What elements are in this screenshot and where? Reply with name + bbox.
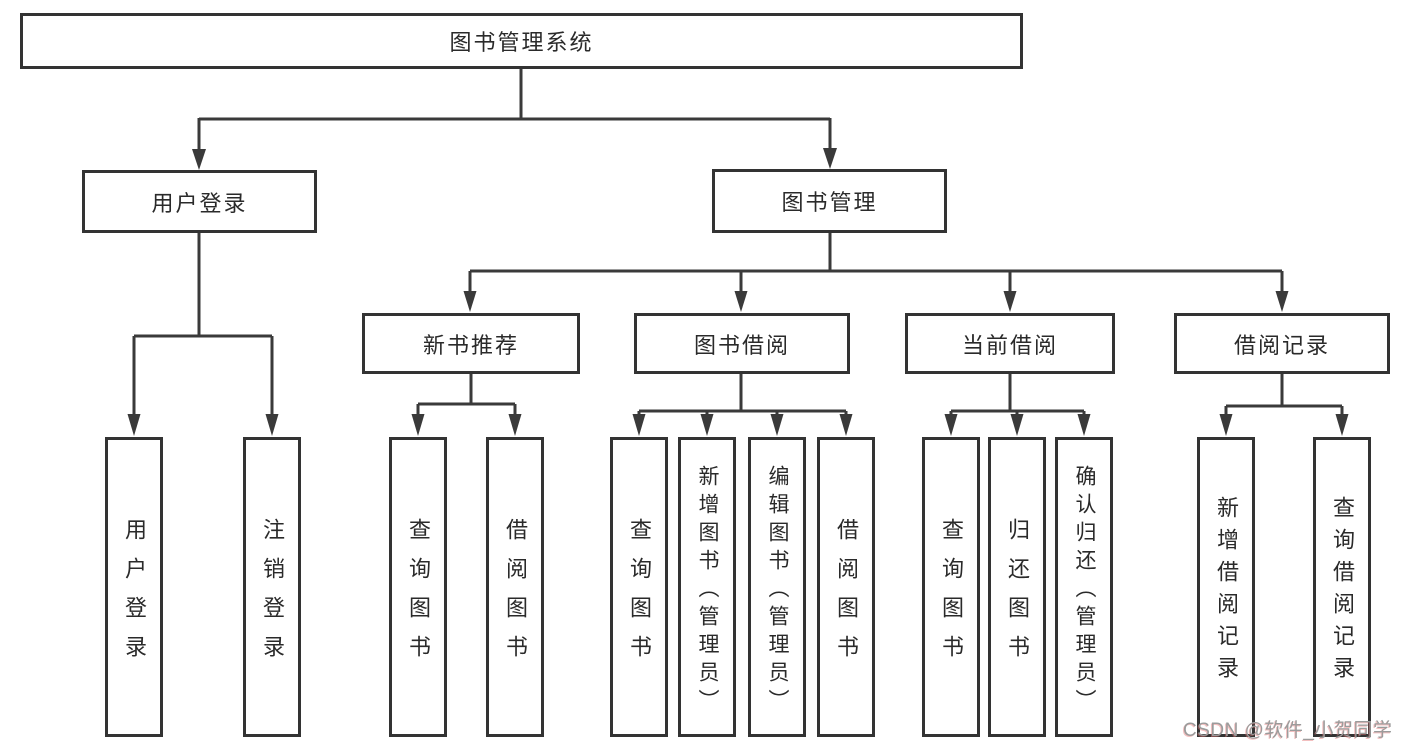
node-new-book-recommend: 新书推荐 (362, 313, 580, 374)
leaf-confirm-return-admin-label: 确认归还（管理员） (1073, 464, 1096, 717)
leaf-add-book-admin-label: 新增图书（管理员） (696, 464, 719, 717)
node-book-management: 图书管理 (712, 169, 947, 233)
leaf-return-book-label: 归还图书 (1005, 517, 1030, 674)
leaf-logout: 注销登录 (243, 437, 301, 737)
leaf-query-books-recommend: 查询图书 (389, 437, 447, 737)
leaf-query-books-borrow: 查询图书 (610, 437, 668, 737)
leaf-query-books-current-label: 查询图书 (939, 517, 964, 674)
leaf-edit-book-admin: 编辑图书（管理员） (748, 437, 806, 737)
node-user-login: 用户登录 (82, 170, 317, 233)
leaf-borrow-books: 借阅图书 (817, 437, 875, 737)
leaf-confirm-return-admin: 确认归还（管理员） (1055, 437, 1113, 737)
leaf-query-books-current: 查询图书 (922, 437, 980, 737)
leaf-query-borrow-record: 查询借阅记录 (1313, 437, 1371, 737)
leaf-logout-label: 注销登录 (260, 517, 285, 674)
leaf-borrow-books-label: 借阅图书 (834, 517, 859, 674)
node-book-borrow: 图书借阅 (634, 313, 850, 374)
leaf-query-books-recommend-label: 查询图书 (406, 517, 431, 674)
leaf-add-book-admin: 新增图书（管理员） (678, 437, 736, 737)
leaf-user-login: 用户登录 (105, 437, 163, 737)
leaf-user-login-label: 用户登录 (122, 517, 147, 674)
arrowheads (127, 148, 1349, 436)
node-library-system: 图书管理系统 (20, 13, 1023, 69)
node-current-borrow: 当前借阅 (905, 313, 1115, 374)
leaf-borrow-books-recommend-label: 借阅图书 (503, 517, 528, 674)
leaf-edit-book-admin-label: 编辑图书（管理员） (766, 464, 789, 717)
leaf-borrow-books-recommend: 借阅图书 (486, 437, 544, 737)
leaf-return-book: 归还图书 (988, 437, 1046, 737)
watermark: CSDN @软件_小贺同学 (1183, 720, 1393, 741)
node-borrow-records: 借阅记录 (1174, 313, 1390, 374)
leaf-query-books-borrow-label: 查询图书 (627, 517, 652, 674)
leaf-add-borrow-record: 新增借阅记录 (1197, 437, 1255, 737)
leaf-query-borrow-record-label: 查询借阅记录 (1330, 496, 1355, 688)
leaf-add-borrow-record-label: 新增借阅记录 (1214, 496, 1239, 688)
